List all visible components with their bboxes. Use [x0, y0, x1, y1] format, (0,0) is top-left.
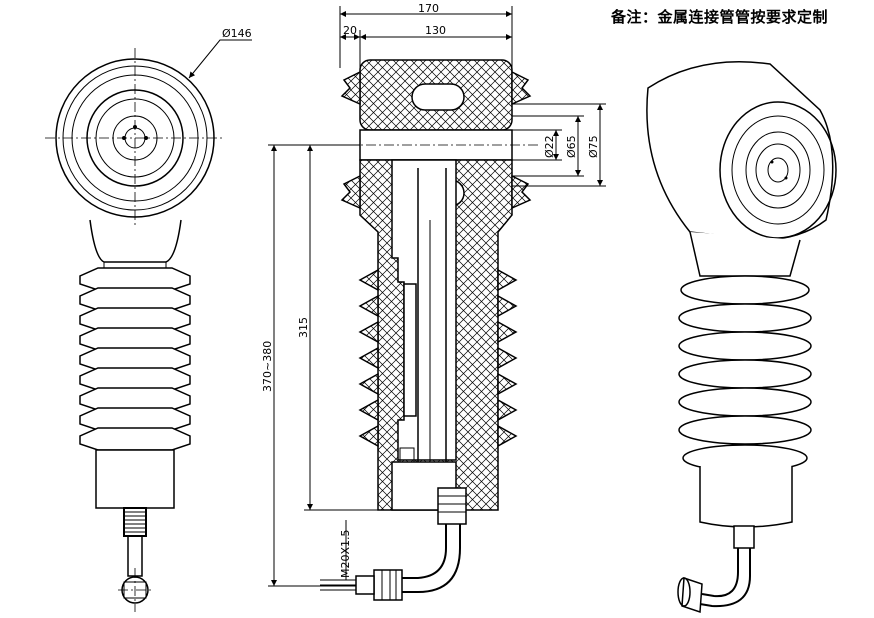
dim-label-65: Ø65: [565, 135, 578, 158]
remark-note: 备注：金属连接管管按要求定制: [611, 8, 829, 26]
left-sheds: [79, 267, 191, 451]
dim-label-370-380: 370~380: [261, 341, 274, 392]
dim-label-20: 20: [343, 24, 357, 37]
dim-label-146: Ø146: [222, 27, 252, 40]
dim-label-m20: M20X1.5: [339, 529, 352, 578]
dim-label-22: Ø22: [543, 135, 556, 158]
dim-label-170: 170: [418, 2, 439, 15]
left-front-view: Ø146: [45, 27, 252, 612]
dim-label-130: 130: [425, 24, 446, 37]
dim-label-75: Ø75: [587, 135, 600, 158]
dim-label-315: 315: [297, 317, 310, 338]
middle-sheds: [358, 268, 518, 448]
right-3d-view: [646, 61, 837, 614]
middle-section-view: 170 20 130: [261, 2, 606, 601]
right-sheds: [678, 275, 812, 472]
